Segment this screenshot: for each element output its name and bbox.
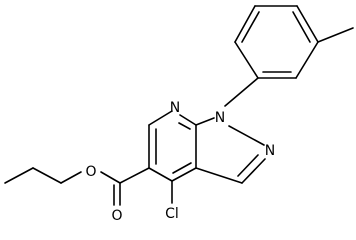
atom-label-N1: N (215, 110, 225, 126)
bond-Co1-Cm1 (234, 5, 256, 43)
atom-label-O-carbonyl: O (111, 208, 122, 224)
atom-label-Cl: Cl (165, 206, 179, 222)
bond-C3-C3a (195, 167, 243, 184)
atom-label-N7: N (170, 100, 180, 116)
bond-Cm2-CH3 (317, 27, 354, 43)
bonds (4, 5, 354, 206)
bond-N1-N2 (228, 125, 265, 146)
atom-label-N2: N (265, 143, 275, 159)
bond-Ccarbonyl-Oether (100, 171, 121, 184)
atom-labels: N N N O O Cl (85, 100, 275, 224)
bond-Cp-Cm2-inner (292, 11, 311, 43)
bond-C7a-N7-inner (178, 122, 191, 130)
bond-C4-C3a (171, 167, 197, 182)
bond-Cipso-Co1 (234, 41, 259, 79)
bond-C5-Ccarbonyl (119, 167, 150, 184)
bond-CH3-end (4, 167, 34, 184)
bond-C7a-N7 (179, 114, 197, 126)
bond-N7-C6 (148, 110, 173, 126)
bond-N2-C3-inner (237, 154, 259, 177)
bond-CH2-CH3 (32, 167, 62, 184)
bond-Oether-CH2 (60, 171, 82, 184)
bond-N1-Cipso (224, 77, 259, 107)
bond-Cm2-Co2 (295, 41, 319, 79)
bond-C7a-N1 (195, 117, 215, 126)
bond-C5-C4 (148, 167, 173, 182)
atom-label-O-ether: O (85, 164, 96, 180)
bond-Cp-Cm2 (296, 5, 319, 43)
bond-C4-C3a-inner (172, 162, 192, 174)
bond-Co1-Cm1-inner (241, 11, 260, 43)
bond-N2-C3 (241, 158, 266, 184)
